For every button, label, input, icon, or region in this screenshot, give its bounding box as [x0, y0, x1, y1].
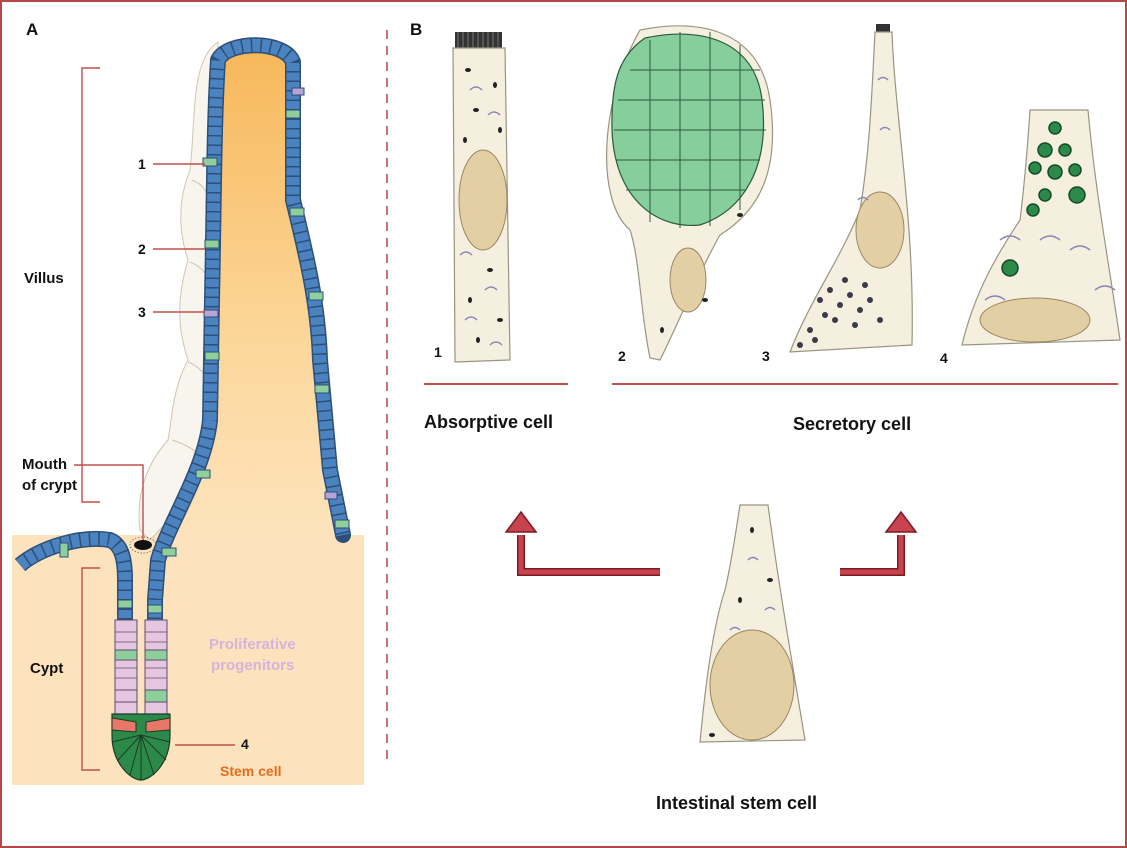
cell-number-4: 4: [940, 350, 948, 366]
crypt-label: Cypt: [30, 660, 63, 677]
mouth-of-crypt-label-line2: of crypt: [22, 477, 77, 494]
paneth-cell-illustration: [962, 110, 1120, 345]
mouth-of-crypt-label-line1: Mouth: [22, 456, 67, 473]
marker-1: 1: [138, 156, 146, 172]
progenitors-label-line2: progenitors: [211, 657, 294, 674]
marker-4: 4: [241, 736, 249, 752]
arrow-to-absorptive: [521, 535, 660, 572]
secretory-cell-label: Secretory cell: [793, 414, 911, 435]
panel-b-label: B: [410, 20, 422, 40]
arrow-to-secretory: [840, 535, 901, 572]
enteroendocrine-cell-illustration: [790, 24, 912, 352]
marker-2: 2: [138, 241, 146, 257]
cell-number-1: 1: [434, 344, 442, 360]
goblet-cell-illustration: [607, 26, 773, 360]
stem-cell-label: Stem cell: [220, 763, 281, 779]
panel-a-label: A: [26, 20, 38, 40]
villus-label: Villus: [24, 270, 64, 287]
marker-3: 3: [138, 304, 146, 320]
villus-crypt-diagram: [12, 42, 364, 785]
intestinal-stem-cell-label: Intestinal stem cell: [656, 793, 817, 814]
progenitors-label-line1: Proliferative: [209, 636, 296, 653]
intestinal-stem-cell-illustration: [700, 505, 805, 742]
crypt-mouth-opening: [134, 540, 152, 550]
absorptive-cell-illustration: [453, 32, 510, 362]
absorptive-cell-label: Absorptive cell: [424, 412, 553, 433]
submucosa-tissue: [12, 535, 364, 785]
cell-number-2: 2: [618, 348, 626, 364]
cell-number-3: 3: [762, 348, 770, 364]
